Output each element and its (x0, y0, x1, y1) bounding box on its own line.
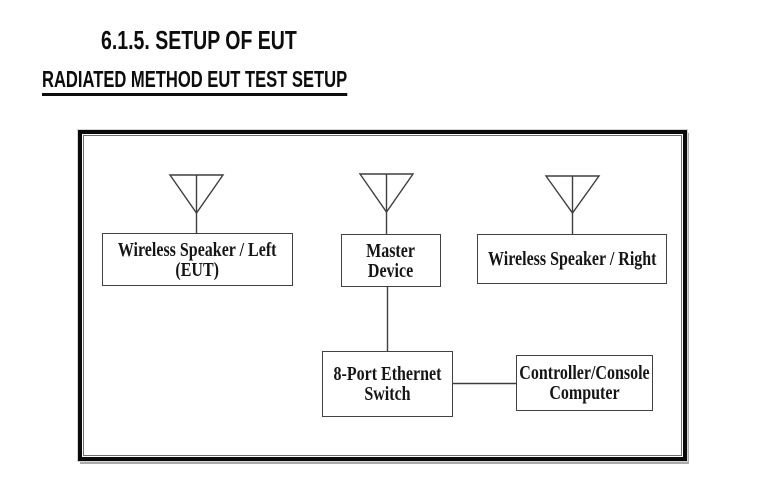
section-heading: 6.1.5. SETUP OF EUT (101, 25, 297, 55)
node-label: Computer (549, 382, 620, 404)
node-label: 8-Port Ethernet (333, 363, 442, 385)
node-controller-computer: Controller/Console Computer (516, 355, 653, 411)
node-master-device: Master Device (341, 234, 441, 287)
node-wireless-speaker-left: Wireless Speaker / Left (EUT) (102, 233, 293, 286)
node-label: Wireless Speaker / Right (487, 248, 657, 270)
node-label: Device (368, 259, 414, 282)
node-label: Switch (364, 383, 411, 405)
node-wireless-speaker-right: Wireless Speaker / Right (477, 234, 667, 284)
node-label: Master (366, 239, 416, 262)
node-label: Controller/Console (519, 362, 650, 384)
node-label: (EUT) (175, 258, 220, 281)
node-ethernet-switch: 8-Port Ethernet Switch (322, 351, 453, 417)
diagram-frame-inner-line (83, 135, 682, 456)
node-label: Wireless Speaker / Left (118, 238, 277, 261)
subheading-radiated-method: RADIATED METHOD EUT TEST SETUP (42, 67, 348, 96)
